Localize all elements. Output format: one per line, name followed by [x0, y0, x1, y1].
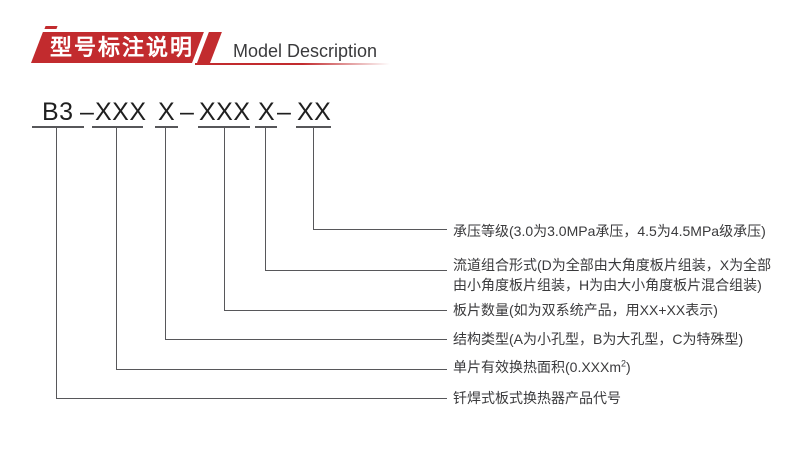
label-channel-type: 流道组合形式(D为全部由大角度板片组装，X为全部 由小角度板片组装，H为由大小角…: [453, 255, 771, 295]
label-plate-area-prefix: 单片有效换热面积(0.XXXm: [453, 359, 622, 375]
label-structure-type: 结构类型(A为小孔型，B为大孔型，C为特殊型): [453, 331, 744, 347]
code-dash-1: –: [80, 98, 95, 126]
code-series: B3: [42, 98, 74, 126]
code-pressure-rating: XX: [297, 98, 332, 126]
label-plate-area-superscript: 2: [621, 358, 627, 369]
label-plate-area-suffix: ): [626, 359, 631, 375]
code-area-digits: XXX: [95, 98, 147, 126]
connector-channel-type: [265, 128, 447, 271]
underline-plate-count: [198, 126, 250, 128]
connector-structure-type: [165, 128, 447, 340]
connector-area: [116, 128, 447, 370]
code-channel-type: X: [258, 98, 276, 126]
header-underline: [195, 63, 390, 65]
section-title-chinese: 型号标注说明: [50, 35, 195, 60]
underline-area: [92, 126, 143, 128]
underline-structure-type: [155, 126, 178, 128]
underline-channel-type: [255, 126, 277, 128]
underline-series: [32, 126, 84, 128]
label-product-code: 钎焊式板式换热器产品代号: [453, 390, 621, 406]
header-accent-sliver: [44, 26, 58, 29]
code-structure-type: X: [158, 98, 176, 126]
connector-pressure-rating: [313, 128, 447, 230]
label-pressure-rating: 承压等级(3.0为3.0MPa承压，4.5为4.5MPa级承压): [453, 223, 766, 239]
label-channel-type-line1: 流道组合形式(D为全部由大角度板片组装，X为全部: [453, 257, 772, 273]
code-dash-2: –: [180, 98, 195, 126]
code-dash-3: –: [277, 98, 292, 126]
code-plate-count: XXX: [199, 98, 251, 126]
section-title-english: Model Description: [233, 41, 378, 61]
label-plate-count: 板片数量(如为双系统产品，用XX+XX表示): [453, 302, 718, 318]
underline-pressure-rating: [296, 126, 331, 128]
label-plate-area: 单片有效换热面积(0.XXXm2): [453, 359, 631, 375]
connector-series: [56, 128, 447, 399]
label-channel-type-line2: 由小角度板片组装，H为由大小角度板片混合组装): [453, 277, 762, 293]
connector-plate-count: [224, 128, 447, 311]
